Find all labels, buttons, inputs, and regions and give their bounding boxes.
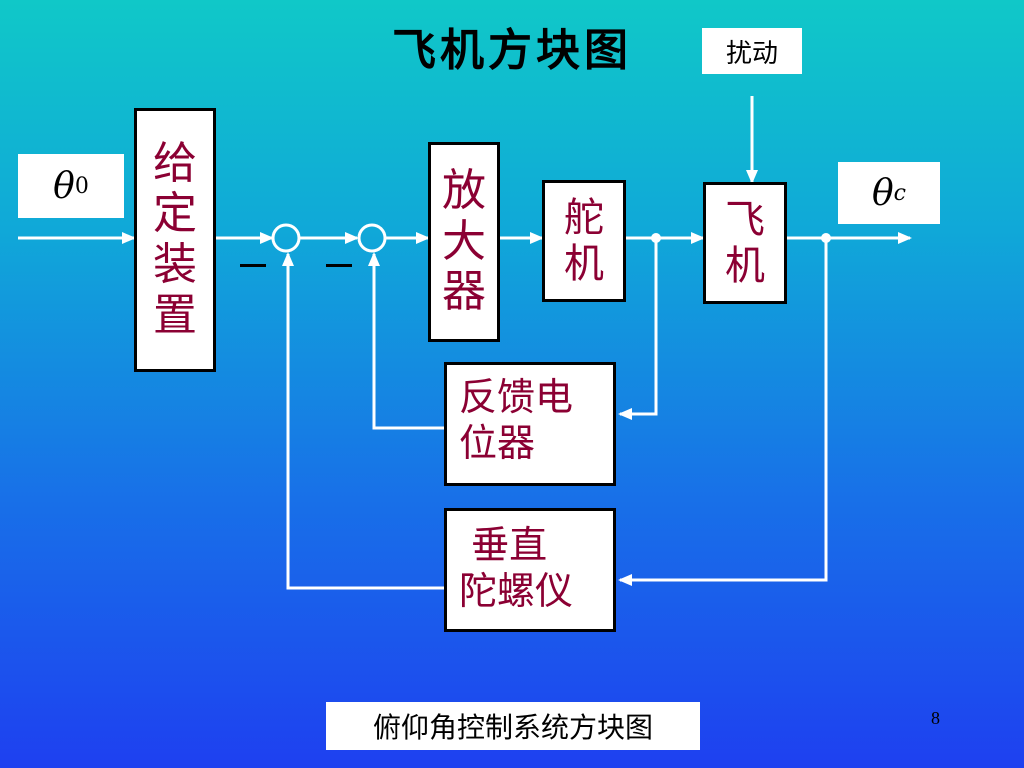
minus-sign-1 bbox=[240, 264, 266, 267]
vertical-gyro-block: 垂直 陀螺仪 bbox=[444, 508, 616, 632]
output-symbol-sub: c bbox=[893, 180, 906, 206]
servo-block: 舵 机 bbox=[542, 180, 626, 302]
outer-feedback-return bbox=[282, 252, 444, 590]
inner-feedback-return bbox=[368, 252, 444, 430]
setpoint-device-block: 给 定 装 置 bbox=[134, 108, 216, 372]
diagram-caption: 俯仰角控制系统方块图 bbox=[326, 702, 700, 750]
outer-feedback-forward bbox=[618, 238, 828, 586]
page-number: 8 bbox=[931, 708, 940, 728]
inner-feedback-forward bbox=[618, 238, 658, 420]
input-symbol-sub: 0 bbox=[74, 173, 89, 199]
disturbance-label: 扰动 bbox=[702, 28, 802, 74]
branch-point-output bbox=[821, 233, 831, 243]
feedback-potentiometer-block: 反馈电 位器 bbox=[444, 362, 616, 486]
branch-point-servo bbox=[651, 233, 661, 243]
output-symbol-main: θ bbox=[871, 172, 894, 214]
diagram-title: 飞机方块图 bbox=[392, 25, 632, 76]
minus-sign-2 bbox=[326, 264, 352, 267]
summing-junction-2 bbox=[357, 223, 387, 253]
amplifier-block: 放 大 器 bbox=[428, 142, 500, 342]
input-symbol-main: θ bbox=[53, 165, 75, 207]
summing-junction-1 bbox=[271, 223, 301, 253]
aircraft-block: 飞 机 bbox=[703, 182, 787, 304]
